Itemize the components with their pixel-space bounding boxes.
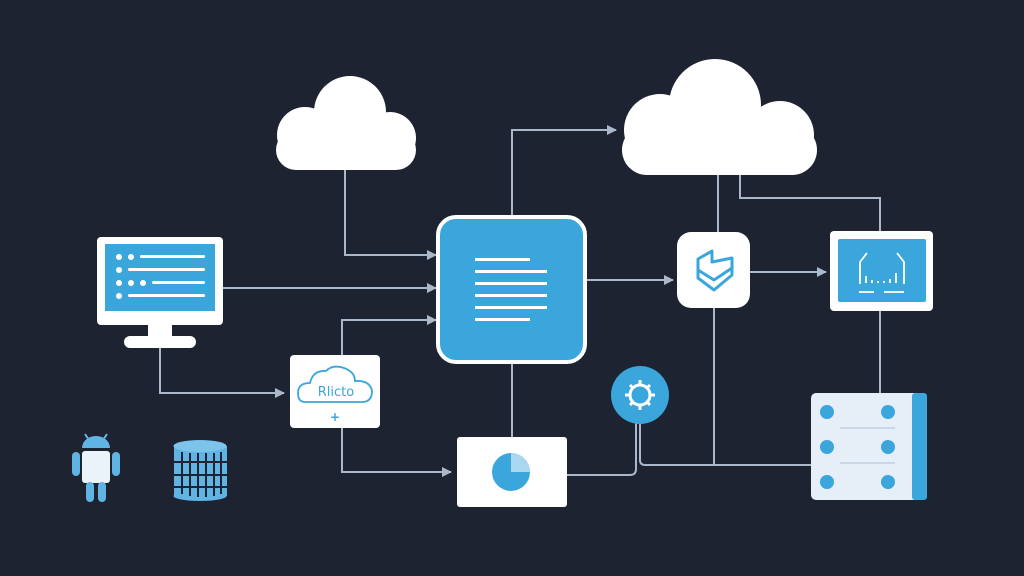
cloud-service-node[interactable]: Rlicto + [290,355,380,428]
chart-display-icon [859,252,905,293]
connector-cloud2-to-chart [739,172,881,231]
connector-shield-down [639,308,715,466]
connector-pie-to-gear [567,423,637,476]
cloud-outline-icon [297,365,373,403]
android-icon [72,433,120,502]
cloud-icon[interactable] [276,76,416,170]
chart-display-node[interactable] [830,231,933,311]
connector-cloud-to-hub [344,168,437,260]
database-cylinder-icon [173,440,227,501]
server-rack-icon[interactable] [811,393,927,500]
connectors [159,125,881,477]
plus-icon: + [330,410,340,424]
gear-icon [625,380,655,410]
pie-chart-node[interactable] [457,437,567,507]
document-hub-node[interactable] [436,215,587,364]
connector-monitor-to-cloudbox [159,345,285,398]
gear-node[interactable] [611,366,669,424]
document-icon [475,258,547,321]
connector-hub-to-cloud2 [511,125,617,217]
shield-icon [696,249,734,292]
cloud-service-label: Rlicto [318,385,355,400]
shield-node[interactable] [677,232,750,308]
cloud-icon[interactable] [622,59,817,175]
pie-chart-icon [492,453,530,491]
connector-cloudbox-to-hub [341,315,437,355]
connector-cloudbox-to-pie [341,428,452,477]
desktop-monitor-icon[interactable] [97,237,223,348]
